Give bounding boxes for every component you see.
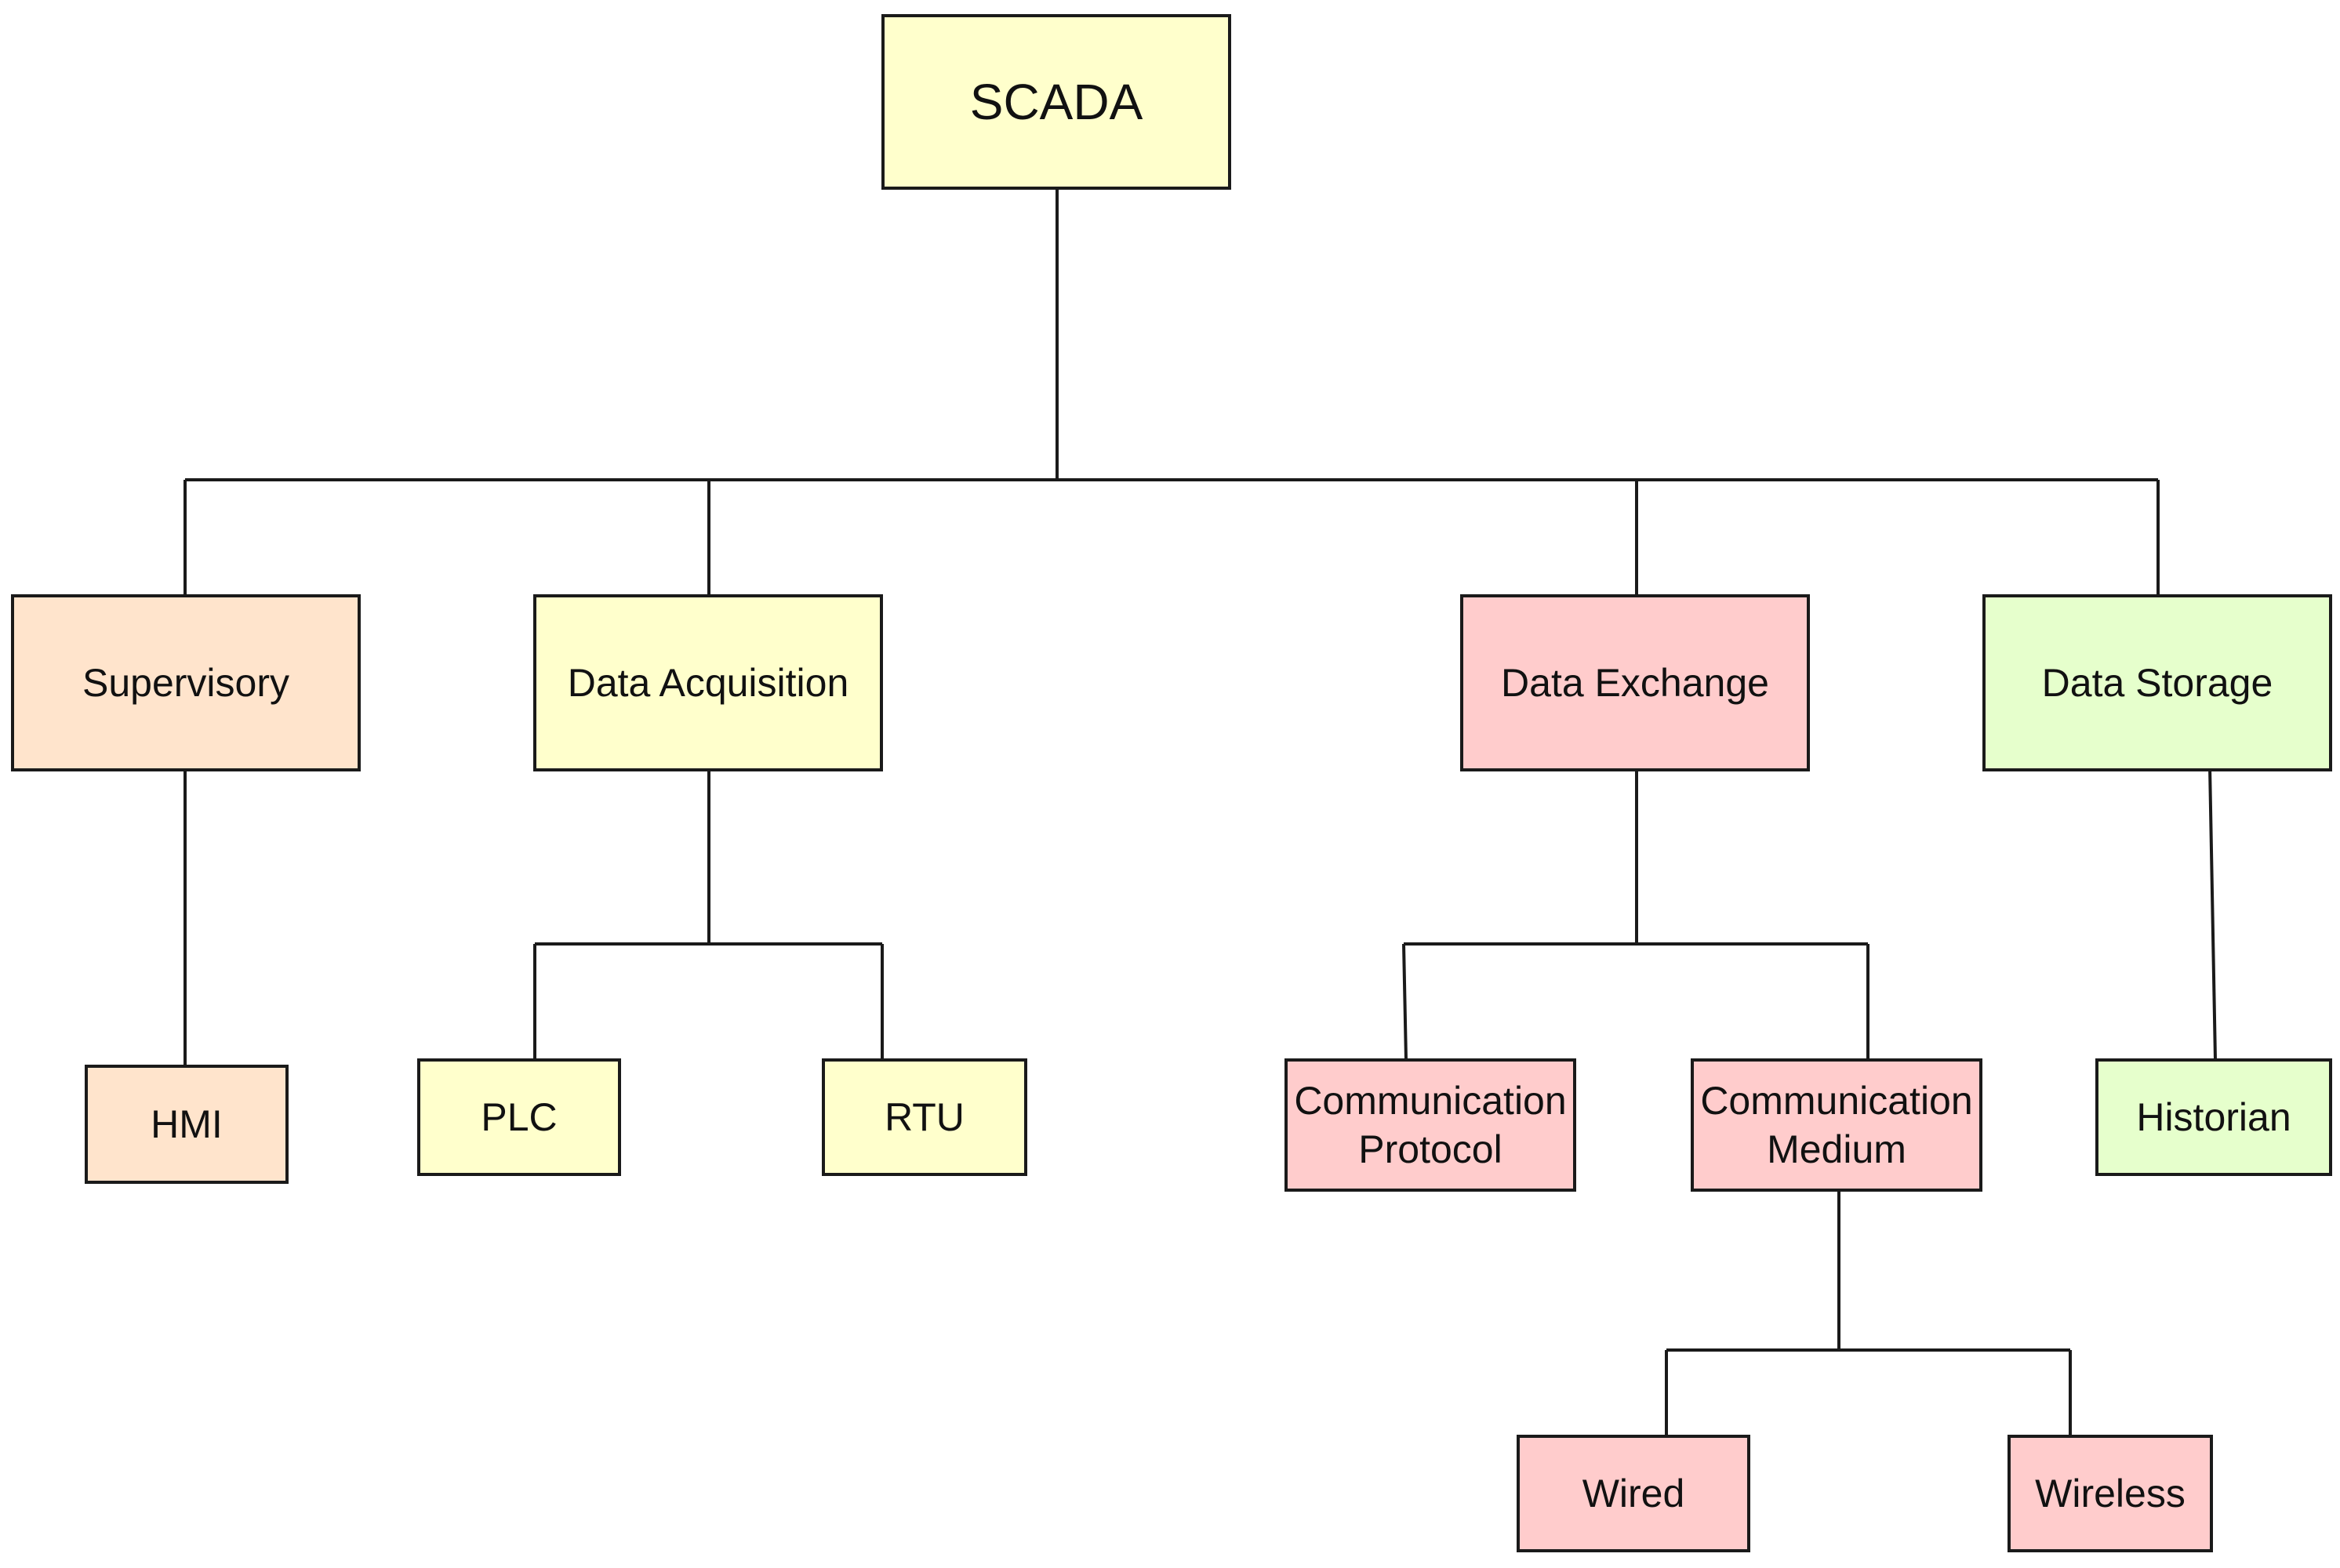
node-data-storage: Data Storage	[1982, 594, 2332, 771]
node-hmi: HMI	[85, 1065, 289, 1184]
node-wired: Wired	[1517, 1435, 1750, 1552]
node-historian: Historian	[2095, 1058, 2332, 1176]
node-wireless: Wireless	[2008, 1435, 2213, 1552]
node-communication-medium: Communication Medium	[1691, 1058, 1982, 1192]
edge-to-protocol	[1402, 943, 1408, 1061]
node-rtu: RTU	[822, 1058, 1027, 1176]
node-communication-protocol: Communication Protocol	[1284, 1058, 1576, 1192]
edge-storage-historian	[2208, 766, 2217, 1061]
node-data-exchange: Data Exchange	[1460, 594, 1810, 771]
node-data-acquisition: Data Acquisition	[533, 594, 883, 771]
node-plc: PLC	[417, 1058, 621, 1176]
node-scada: SCADA	[881, 14, 1231, 190]
node-supervisory: Supervisory	[11, 594, 361, 771]
